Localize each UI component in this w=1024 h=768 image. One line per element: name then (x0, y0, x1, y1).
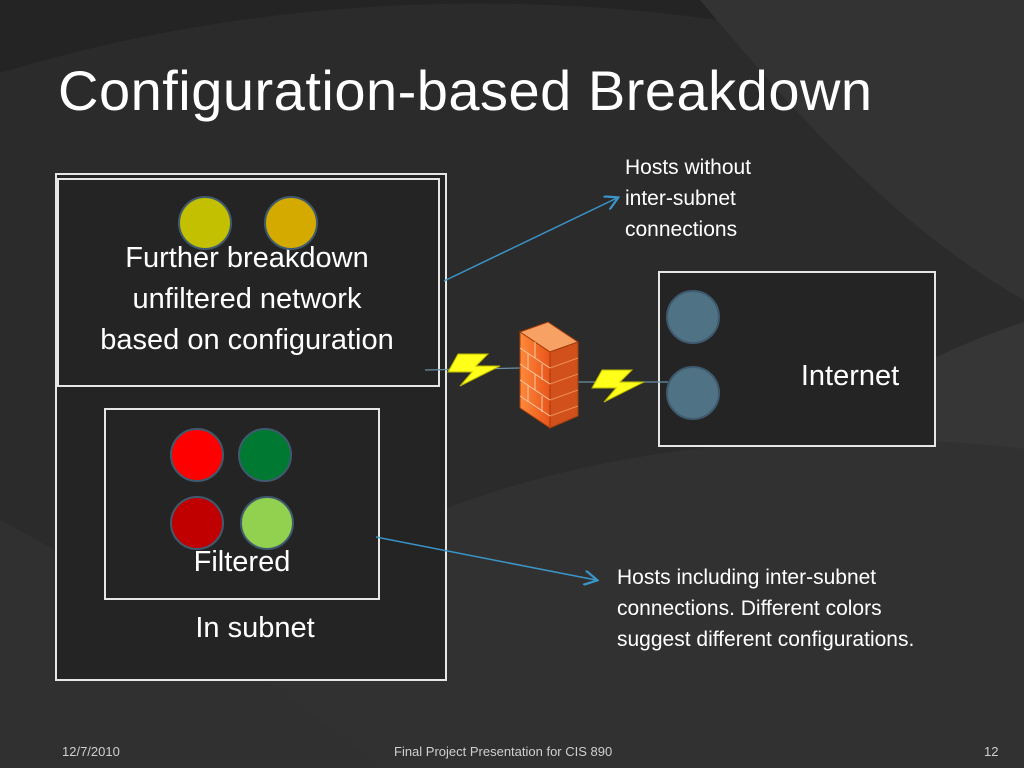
filtered-box (104, 408, 380, 600)
filtered-label: Filtered (193, 546, 291, 578)
footer-date: 12/7/2010 (62, 744, 120, 759)
callout-top: Hosts without inter-subnet connections (625, 152, 751, 245)
callout-top-line-2: inter-subnet (625, 187, 736, 210)
callout-bottom-line-2: connections. Different colors (617, 597, 882, 620)
unfiltered-host-2 (264, 196, 318, 250)
footer-title: Final Project Presentation for CIS 890 (394, 744, 613, 759)
in-subnet-label: In subnet (195, 612, 315, 644)
callout-bottom-line-3: suggest different configurations. (617, 628, 915, 651)
unfiltered-box-label: Further breakdown unfiltered network bas… (60, 238, 434, 361)
internet-host-2 (666, 366, 720, 420)
callout-bottom-line-1: Hosts including inter-subnet (617, 566, 877, 589)
filtered-host-dark-red (170, 496, 224, 550)
unfiltered-config-box (57, 178, 440, 387)
internet-label: Internet (800, 360, 900, 392)
footer-page-number: 12 (984, 744, 999, 759)
unfiltered-label-line-1: Further breakdown (125, 242, 369, 274)
slide-title: Configuration-based Breakdown (58, 59, 873, 122)
unfiltered-host-1 (178, 196, 232, 250)
internet-host-1 (666, 290, 720, 344)
unfiltered-label-line-3: based on configuration (100, 324, 394, 356)
callout-top-line-3: connections (625, 218, 738, 241)
unfiltered-label-line-2: unfiltered network (132, 283, 362, 315)
filtered-host-red (170, 428, 224, 482)
filtered-host-light-green (240, 496, 294, 550)
filtered-host-dark-green (238, 428, 292, 482)
callout-top-line-1: Hosts without (625, 156, 752, 179)
callout-bottom: Hosts including inter-subnet connections… (617, 562, 914, 655)
